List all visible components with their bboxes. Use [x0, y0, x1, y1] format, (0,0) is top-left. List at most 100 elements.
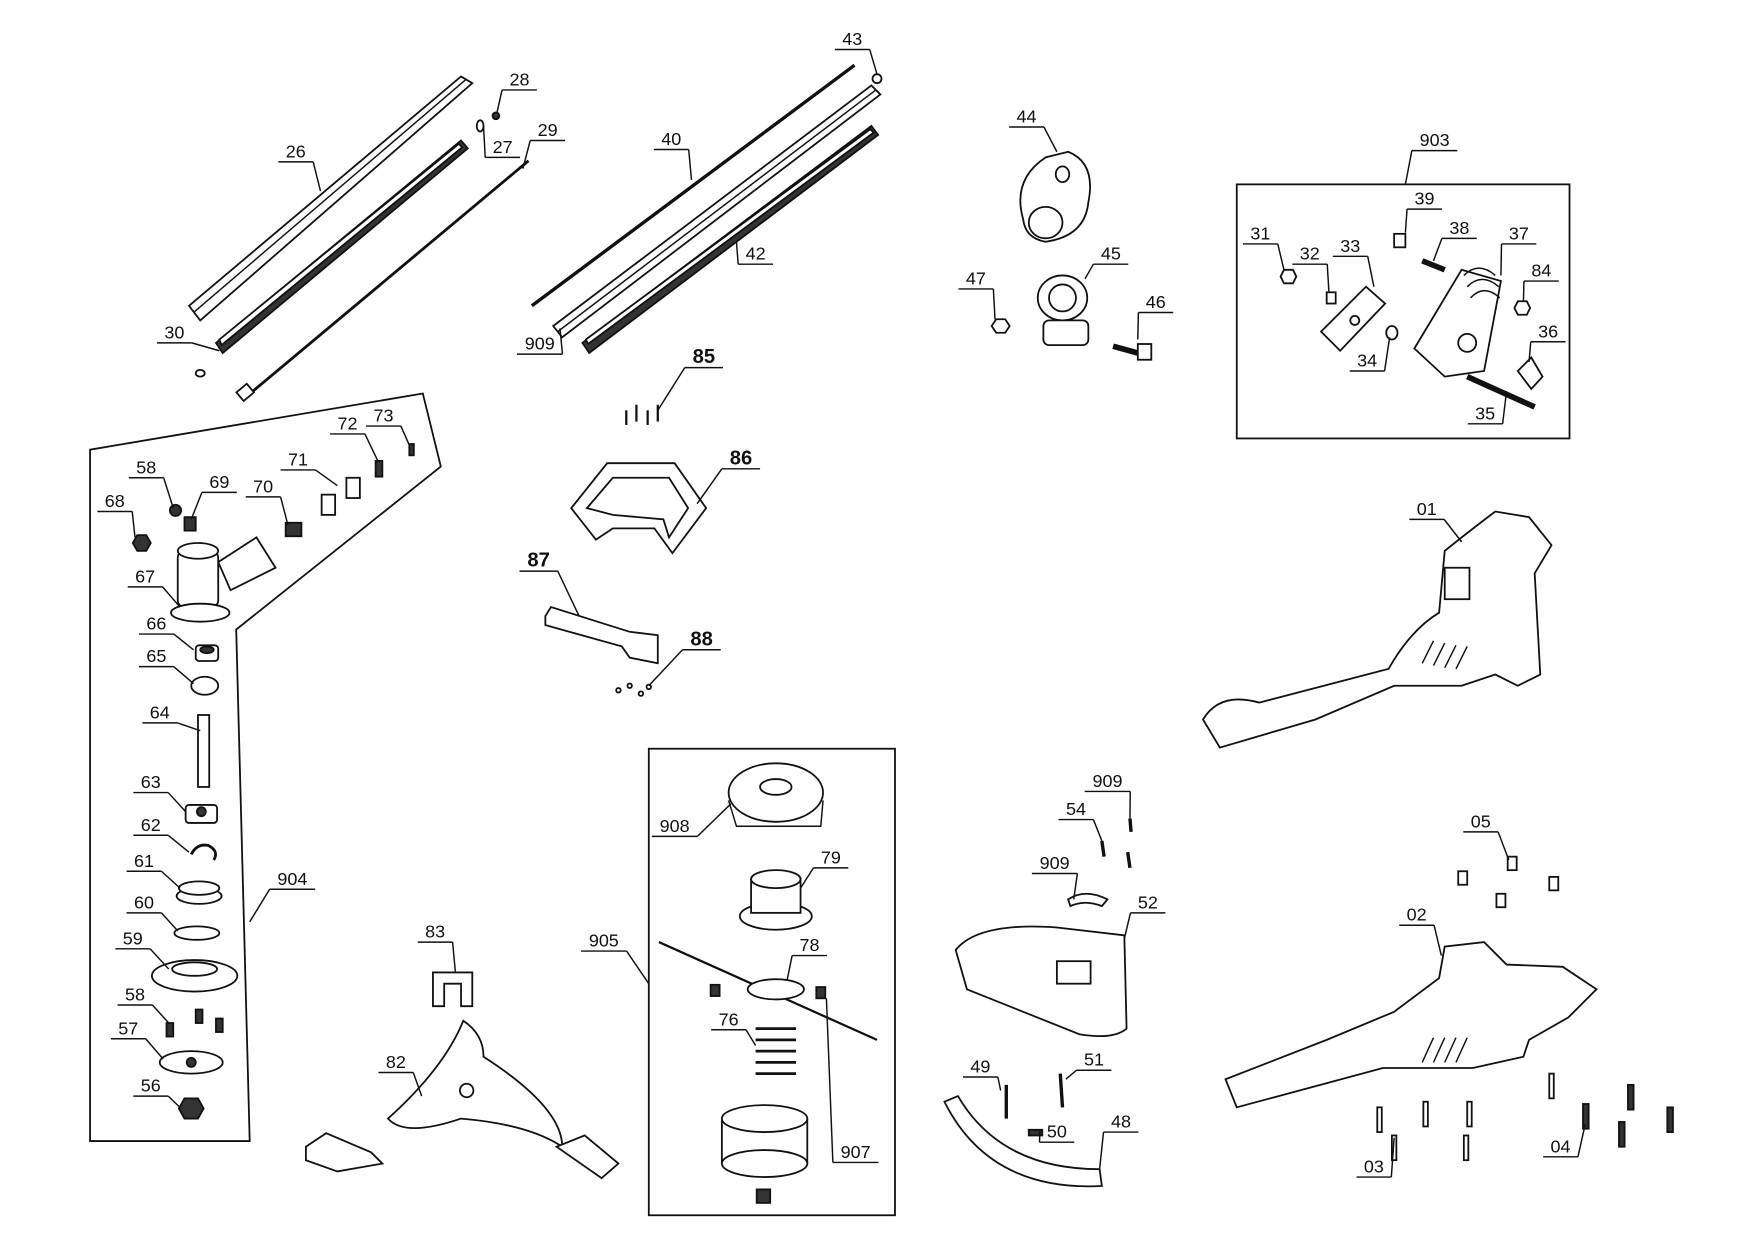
leader-line: [992, 288, 996, 320]
callout-61: 61: [126, 851, 181, 889]
part-57-cover: [158, 1050, 224, 1075]
part-number-label: 79: [821, 847, 841, 867]
callout-65: 65: [138, 646, 194, 685]
part-31-nut: [1279, 268, 1298, 285]
part-83-cover: [432, 971, 474, 1008]
leader-line: [190, 492, 203, 520]
leader-line: [1092, 819, 1103, 842]
part-05-nuts: [1457, 855, 1560, 909]
part-number-label: 84: [1531, 261, 1551, 281]
part-number-label: 33: [1340, 236, 1360, 256]
callout-32: 32: [1292, 244, 1330, 293]
part-number-label: 36: [1538, 321, 1558, 341]
part-number-label: 70: [253, 476, 273, 496]
part-47-nut: [990, 318, 1011, 334]
leader-line: [131, 511, 136, 538]
part-number-label: 904: [277, 869, 307, 889]
leader-line: [1098, 1131, 1105, 1170]
part-34-washer: [1385, 325, 1399, 341]
callout-29: 29: [522, 120, 566, 169]
callout-44: 44: [1009, 107, 1058, 153]
part-46-bolt: [1112, 343, 1153, 361]
callout-27: 27: [482, 125, 521, 159]
part-04-screws: [1582, 1083, 1674, 1148]
part-number-label: 29: [538, 120, 558, 140]
blade-guard-right: [554, 1134, 620, 1180]
leader-line: [1528, 341, 1532, 363]
part-65-gear: [190, 675, 220, 696]
callout-30: 30: [156, 322, 220, 352]
leader-line: [1073, 873, 1079, 900]
part-29-drive-shaft: [235, 159, 530, 403]
part-67-gear-head: [170, 536, 277, 623]
part-28-screw: [491, 111, 501, 121]
callout-88: 88: [648, 628, 721, 687]
callout-26: 26: [278, 141, 322, 192]
part-number-label: 34: [1357, 350, 1377, 370]
part-52-guard: [954, 925, 1128, 1038]
callout-34: 34: [1349, 337, 1391, 372]
leader-line: [160, 912, 179, 932]
blade-hole: [459, 1082, 475, 1099]
part-number-label: 67: [135, 566, 155, 586]
callout-71: 71: [280, 449, 338, 487]
callout-66: 66: [138, 614, 194, 651]
callout-60: 60: [126, 892, 179, 932]
leader-line: [1326, 264, 1330, 293]
leader-line: [167, 1095, 181, 1108]
callout-58: 58: [117, 985, 170, 1024]
part-number-label: 42: [746, 244, 766, 264]
callout-82: 82: [378, 1052, 423, 1097]
part-number-label: 83: [425, 922, 445, 942]
part-27-key: [475, 119, 485, 133]
callout-73: 73: [366, 406, 410, 446]
leader-line: [451, 942, 457, 973]
part-72-pin: [374, 460, 384, 478]
leader-line: [522, 140, 531, 169]
callout-51: 51: [1065, 1050, 1112, 1080]
part-62-circlip: [189, 843, 217, 861]
leader-line: [1137, 312, 1140, 340]
part-number-label: 72: [337, 413, 357, 433]
part-56-nut: [177, 1097, 205, 1120]
callout-02: 02: [1399, 905, 1443, 956]
callout-03: 03: [1356, 1137, 1395, 1178]
part-number-label: 44: [1017, 107, 1037, 127]
callout-31: 31: [1242, 223, 1285, 270]
leader-line: [1497, 831, 1510, 861]
leader-line: [191, 342, 220, 352]
leader-line: [1065, 1069, 1078, 1080]
callout-43: 43: [834, 29, 878, 75]
part-number-label: 45: [1101, 244, 1121, 264]
callout-64: 64: [142, 702, 201, 732]
leader-line: [364, 433, 379, 462]
part-907-knob: [755, 1188, 772, 1204]
part-58-screw-top: [168, 503, 183, 517]
part-70-gear: [284, 521, 303, 538]
leader-line: [868, 49, 878, 75]
part-86-guard-frame: [570, 462, 708, 555]
leader-line: [825, 998, 834, 1163]
leader-line: [149, 948, 170, 970]
callout-28: 28: [496, 69, 537, 113]
leader-line: [167, 792, 187, 813]
leader-line: [1084, 263, 1095, 280]
leader-line: [312, 161, 322, 192]
callout-54: 54: [1058, 799, 1103, 842]
part-42-tube: [581, 124, 880, 355]
part-number-label: 903: [1420, 130, 1450, 150]
part-59-flange: [150, 959, 239, 993]
assembly-904-outline: [89, 392, 442, 1142]
part-number-label: 73: [373, 406, 393, 426]
part-71-bearings: [320, 476, 361, 516]
part-number-label: 905: [589, 931, 619, 951]
leader-line: [162, 586, 181, 608]
part-79-spool: [738, 869, 813, 931]
leader-line: [1383, 337, 1391, 372]
part-33-clamp-half: [1319, 285, 1387, 353]
part-number-label: 908: [660, 816, 690, 836]
leader-line: [1123, 912, 1132, 939]
callout-56: 56: [133, 1076, 181, 1108]
